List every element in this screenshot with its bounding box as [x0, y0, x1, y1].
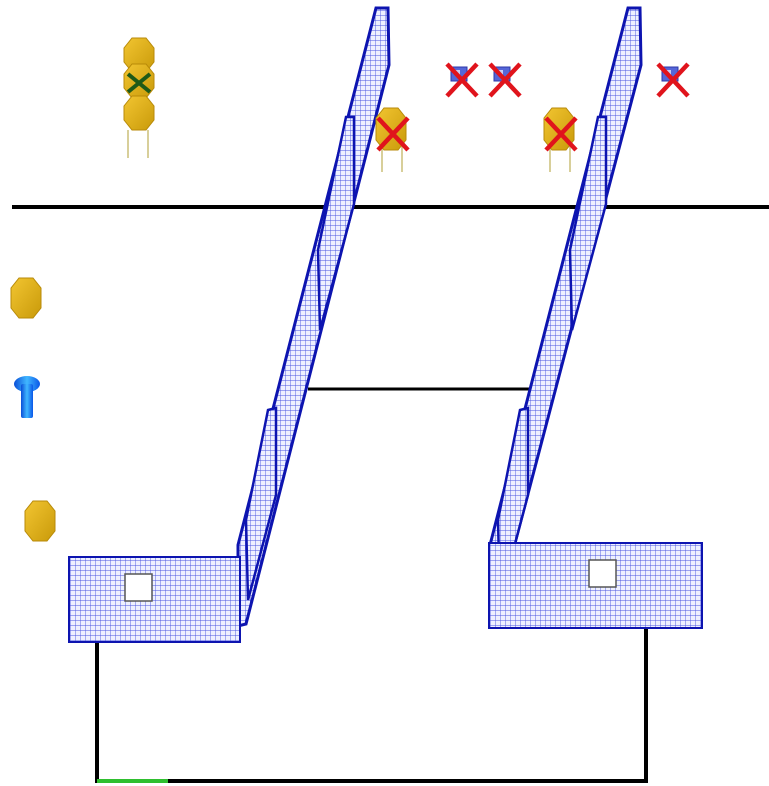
stacked-gold-marker-group — [123, 37, 155, 158]
left-mesh-upper-panel — [316, 115, 356, 331]
left-port-square-icon — [124, 573, 153, 602]
left-mesh-base — [68, 556, 241, 643]
dark-green-cross-icon — [126, 72, 152, 94]
left-mesh-structure — [68, 6, 391, 643]
gold-octagon-marker-icon — [123, 95, 155, 131]
red-cross-icon — [488, 62, 522, 98]
crossed-small-square-3 — [656, 62, 690, 98]
red-cross-icon — [445, 62, 479, 98]
blue-pin-marker-icon — [14, 376, 40, 418]
crossed-small-square-1 — [445, 62, 479, 98]
gold-octagon-marker-icon — [24, 500, 56, 542]
crossed-gold-marker-right — [543, 107, 578, 172]
crossed-gold-marker-left — [375, 107, 410, 172]
left-mesh-lower-panel — [244, 406, 278, 601]
red-cross-icon — [544, 116, 578, 152]
gold-octagon-marker-icon — [10, 277, 42, 319]
red-cross-icon — [376, 116, 410, 152]
bottom-loop-wire — [95, 628, 648, 783]
red-cross-icon — [656, 62, 690, 98]
crossed-small-square-2 — [488, 62, 522, 98]
right-port-square-icon — [588, 559, 617, 588]
right-mesh-structure — [488, 6, 703, 629]
right-mesh-upper-panel — [568, 115, 608, 331]
